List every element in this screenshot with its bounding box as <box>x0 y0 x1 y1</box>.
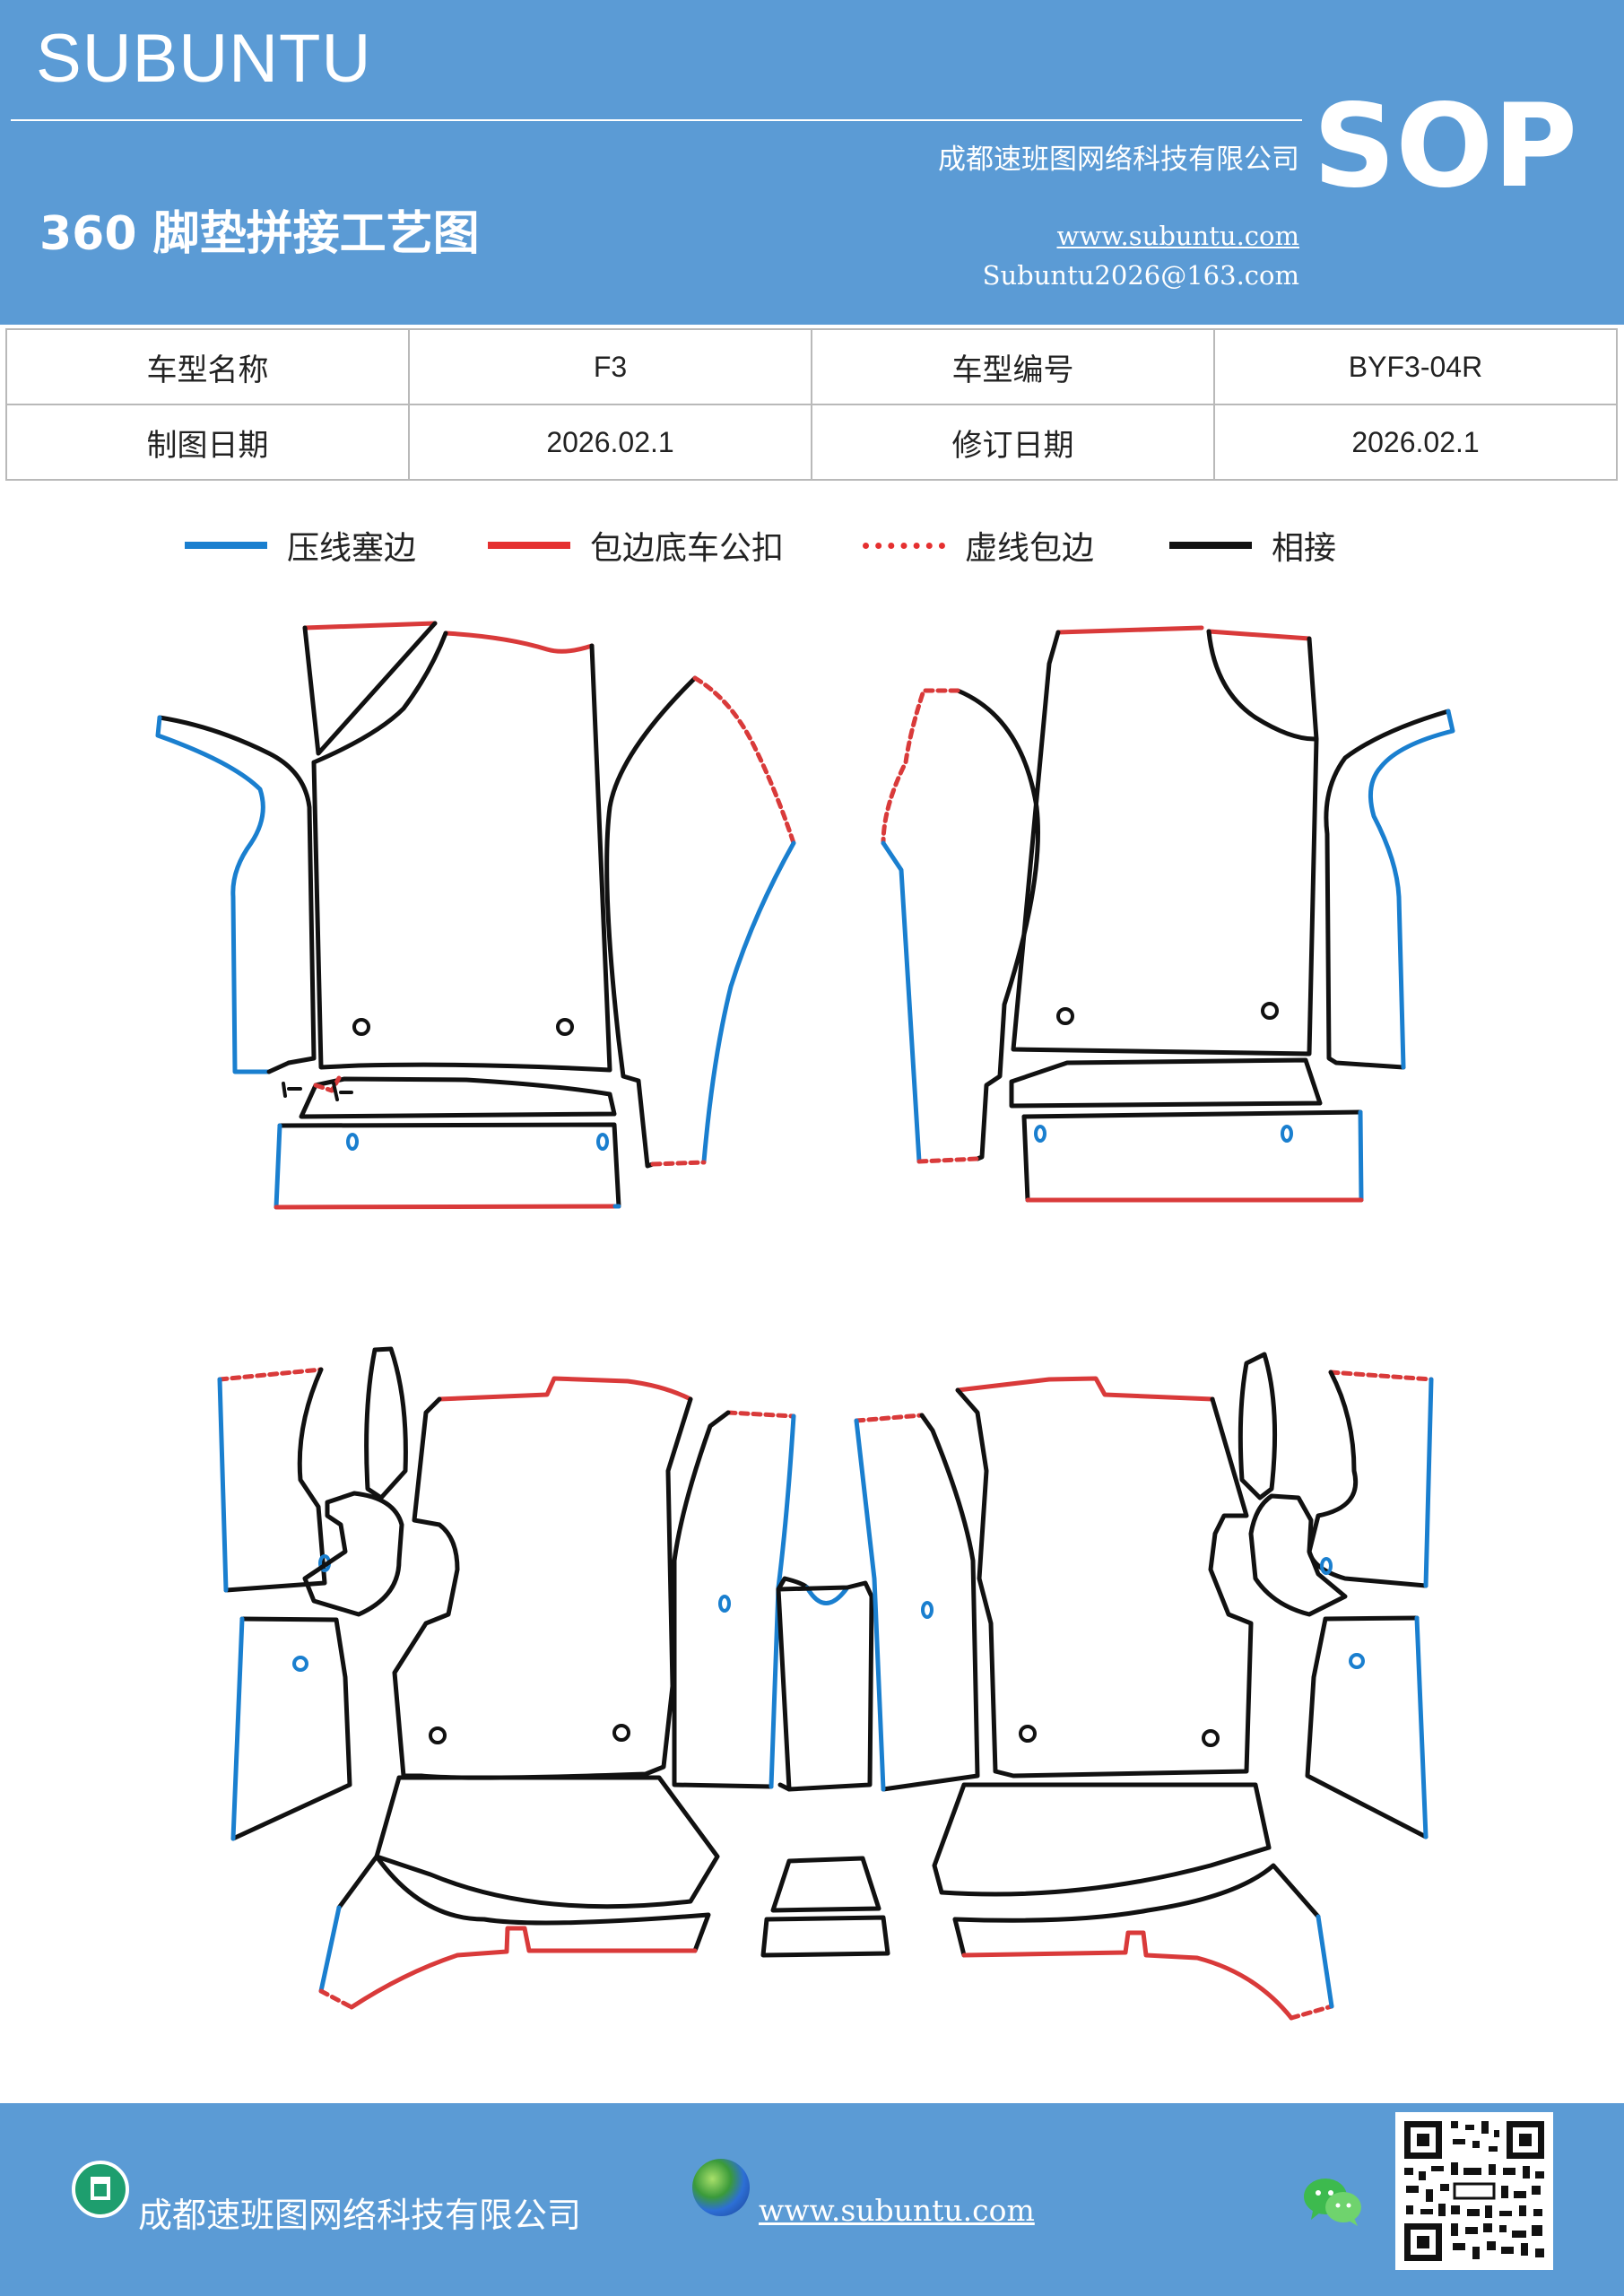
wechat-icon <box>1304 2179 1361 2226</box>
floor-mat-pattern-drawing <box>155 621 1455 2021</box>
legend-label: 包边底车公扣 <box>590 530 785 567</box>
legend-label: 相接 <box>1272 530 1337 567</box>
globe-icon <box>692 2159 750 2216</box>
legend-swatch <box>1169 542 1252 549</box>
legend-swatch <box>863 542 945 549</box>
mat-piece <box>274 1122 621 1210</box>
footer-website-link[interactable]: www.subuntu.com <box>759 2193 1035 2228</box>
center-tunnel-group <box>760 1576 890 1958</box>
draw-date-label: 制图日期 <box>5 404 410 481</box>
mat-piece <box>1305 1615 1429 1839</box>
draw-date-value: 2026.02.1 <box>408 404 812 481</box>
legend-item-black-solid: 相接 <box>1169 520 1336 570</box>
mat-piece <box>952 1863 1334 2021</box>
mat-piece <box>1248 1493 1348 1617</box>
mat-piece <box>217 1367 331 1593</box>
footer-banner: 成都速班图网络科技有限公司 www.subuntu.com <box>0 2103 1624 2296</box>
legend-item-red-solid: 包边底车公扣 <box>488 520 784 570</box>
model-code-value: BYF3-04R <box>1213 328 1618 405</box>
header-divider <box>11 119 1302 121</box>
mat-piece <box>932 1782 1272 1897</box>
legend-swatch <box>488 542 570 549</box>
vehicle-info-table: 车型名称 F3 车型编号 BYF3-04R 制图日期 2026.02.1 修订日… <box>5 328 1618 481</box>
mat-piece <box>302 1491 404 1617</box>
mat-piece <box>155 715 317 1074</box>
mat-piece <box>760 1915 890 1958</box>
mat-piece <box>230 1616 352 1841</box>
mat-piece <box>1009 1057 1323 1109</box>
revise-date-label: 修订日期 <box>811 404 1215 481</box>
mat-piece <box>374 1775 720 1909</box>
legend-label: 虚线包边 <box>965 530 1095 567</box>
mat-piece <box>1238 1352 1278 1500</box>
legend-item-blue-solid: 压线塞边 <box>185 520 416 570</box>
building-icon <box>72 2161 129 2218</box>
mat-piece <box>1307 1370 1434 1588</box>
mat-piece <box>672 1410 796 1789</box>
header-company-name: 成都速班图网络科技有限公司 <box>938 144 1299 176</box>
front-right-mat-group <box>881 625 1455 1203</box>
mat-piece <box>302 621 612 1073</box>
info-row: 车型名称 F3 车型编号 BYF3-04R <box>5 328 1618 405</box>
mat-piece <box>854 1413 980 1792</box>
mat-piece <box>282 1075 617 1119</box>
legend-swatch <box>185 542 267 549</box>
rear-right-mat-group <box>854 1352 1434 2021</box>
legend-item-red-dotted: 虚线包边 <box>863 520 1094 570</box>
header-website-link[interactable]: www.subuntu.com <box>1056 221 1299 251</box>
model-code-label: 车型编号 <box>811 328 1215 405</box>
info-row: 制图日期 2026.02.1 修订日期 2026.02.1 <box>5 404 1618 481</box>
brand-logo-text: SUBUNTU <box>36 21 372 97</box>
mat-piece <box>604 675 796 1169</box>
model-name-label: 车型名称 <box>5 328 410 405</box>
qr-code[interactable] <box>1395 2112 1553 2270</box>
model-name-value: F3 <box>408 328 812 405</box>
mat-piece <box>1021 1109 1364 1203</box>
document-title: 360 脚垫拼接工艺图 <box>39 207 480 261</box>
mat-piece <box>392 1376 693 1780</box>
revise-date-value: 2026.02.1 <box>1213 404 1618 481</box>
mat-piece <box>955 1376 1254 1779</box>
rear-left-mat-group <box>217 1346 796 2010</box>
mat-piece <box>318 1854 711 2010</box>
sop-mark: SOP <box>1313 80 1577 213</box>
mat-piece <box>1324 709 1455 1070</box>
legend-label: 压线塞边 <box>287 530 417 567</box>
qr-code-pattern <box>1404 2121 1544 2261</box>
front-left-mat-group <box>155 621 796 1210</box>
mat-piece <box>776 1576 874 1792</box>
mat-piece <box>881 688 1040 1164</box>
mat-piece <box>770 1856 881 1913</box>
header-email: Subuntu2026@163.com <box>982 260 1299 291</box>
footer-company-name: 成都速班图网络科技有限公司 <box>138 2196 582 2235</box>
mat-piece <box>364 1346 408 1500</box>
mat-piece <box>1011 625 1319 1057</box>
header-banner: SUBUNTU SOP 成都速班图网络科技有限公司 360 脚垫拼接工艺图 ww… <box>0 0 1624 325</box>
